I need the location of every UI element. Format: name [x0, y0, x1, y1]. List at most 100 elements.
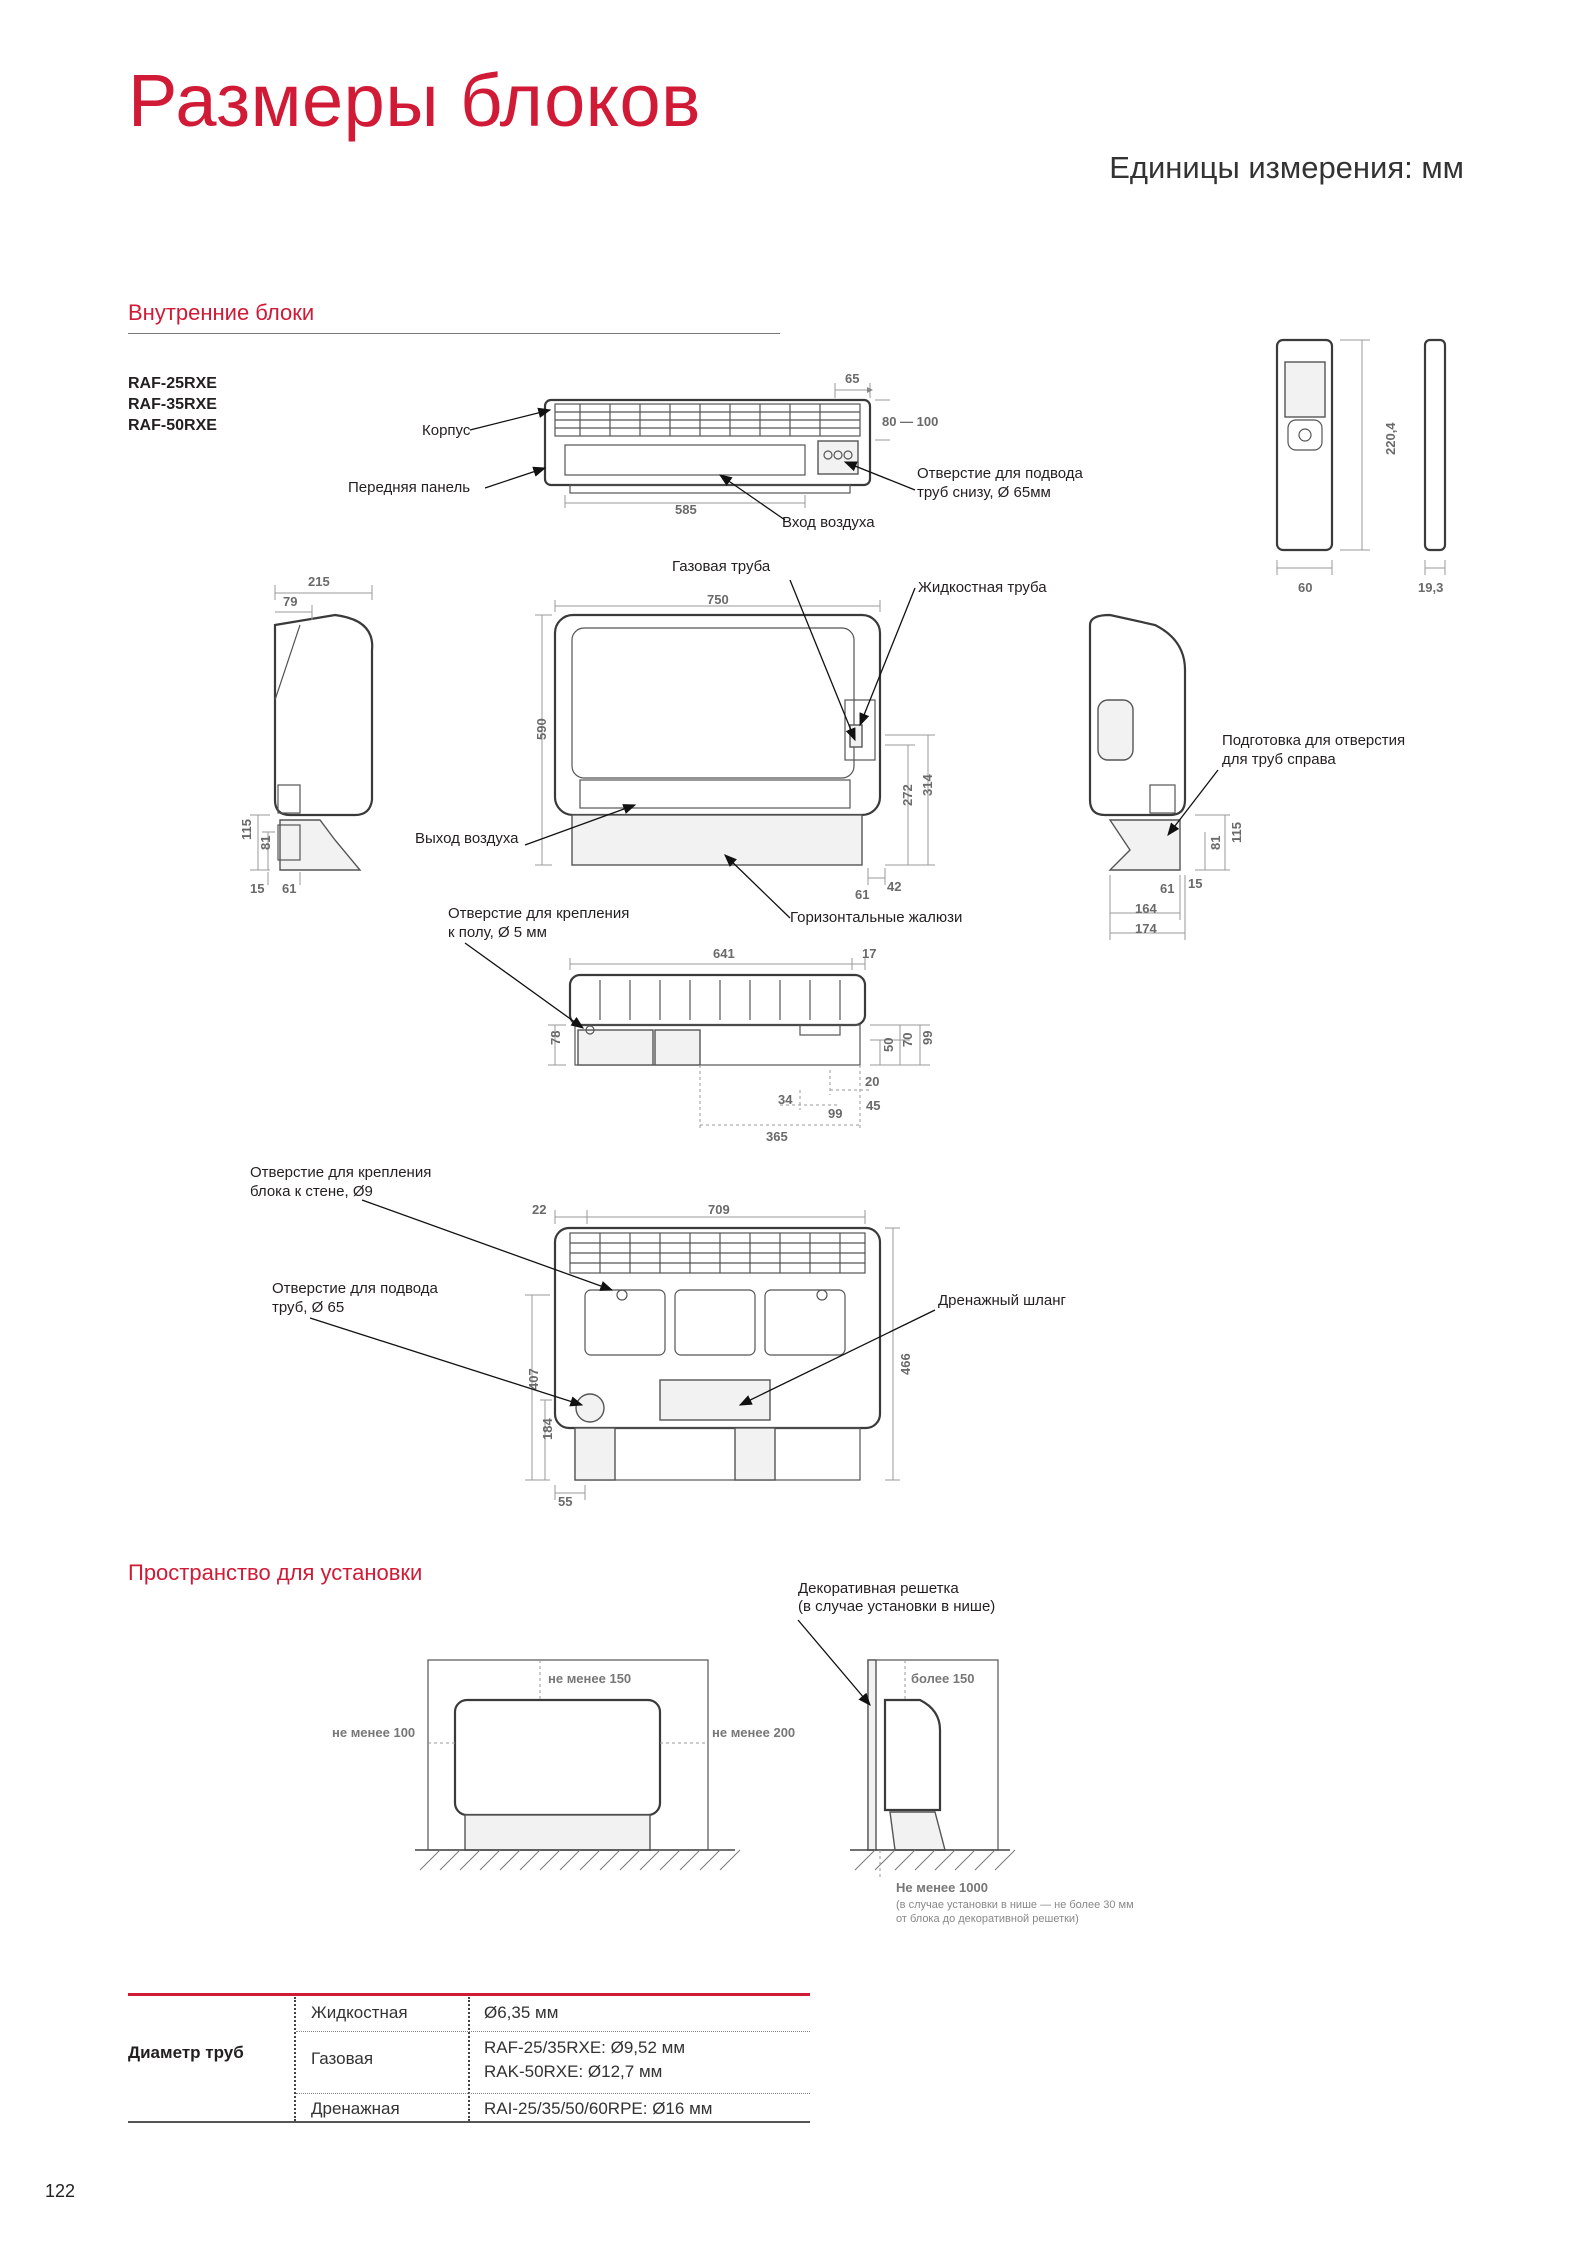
label-min150: не менее 150	[548, 1671, 631, 1686]
label-niche-note-2: от блока до декоративной решетки)	[896, 1913, 1079, 1925]
label-more150: более 150	[911, 1671, 975, 1686]
label-wall-hole-1: Отверстие для крепления	[250, 1164, 431, 1181]
table-top-rule	[128, 1993, 810, 1996]
remote-control	[1275, 338, 1447, 552]
dim-bot-50: 50	[881, 1038, 896, 1052]
table-divider	[294, 1997, 296, 2121]
label-pipe-hole-2: труб, Ø 65	[272, 1299, 344, 1316]
dim-side-61: 61	[282, 881, 296, 896]
table-cell-value: RAI-25/35/50/60RPE: Ø16 мм	[484, 2099, 713, 2118]
label-drain: Дренажный шланг	[938, 1292, 1067, 1309]
table-row-rule	[296, 2031, 810, 2032]
dim-rear-709: 709	[708, 1202, 730, 1217]
table-cell-value: RAF-25/35RXE: Ø9,52 мм	[484, 2038, 686, 2057]
table-cell-value: RAK-50RXE: Ø12,7 мм	[484, 2062, 663, 2081]
dim-bot-20: 20	[865, 1074, 879, 1089]
label-grille-2: (в случае установки в нише)	[798, 1598, 995, 1615]
label-liquid-pipe: Жидкостная труба	[918, 579, 1047, 596]
unit-rear-view	[553, 1226, 882, 1481]
dim-rside-164: 164	[1135, 901, 1157, 916]
label-pipe-hole-1: Отверстие для подвода	[272, 1280, 439, 1297]
dim-rside-115: 115	[1229, 822, 1244, 843]
label-wall-hole-2: блока к стене, Ø9	[250, 1183, 373, 1200]
label-right-prep-2: для труб справа	[1222, 751, 1336, 768]
page-title: Размеры блоков	[128, 59, 701, 142]
dim-side-215: 215	[308, 574, 330, 589]
dim-side-15: 15	[250, 881, 264, 896]
section-indoor-title: Внутренние блоки	[128, 300, 315, 325]
dim-rside-174: 174	[1135, 921, 1157, 936]
model-item: RAF-35RXE	[128, 396, 217, 413]
section-divider	[128, 333, 780, 334]
dim-remote-220: 220,4	[1383, 422, 1398, 455]
dim-front-42: 42	[887, 879, 901, 894]
page-number: 122	[45, 2181, 76, 2201]
label-bottom-hole-1: Отверстие для подвода	[917, 465, 1084, 482]
label-front-panel: Передняя панель	[348, 479, 470, 496]
unit-bottom-view	[568, 973, 867, 1066]
label-floor-hole-2: к полу, Ø 5 мм	[448, 924, 547, 941]
dim-front-272: 272	[900, 784, 915, 806]
unit-front-view	[553, 613, 882, 866]
table-cell-type: Газовая	[311, 2049, 374, 2068]
dim-front-314: 314	[920, 774, 935, 796]
dim-bot-365: 365	[766, 1129, 788, 1144]
label-floor-hole-1: Отверстие для крепления	[448, 905, 629, 922]
model-item: RAF-25RXE	[128, 375, 217, 392]
dim-rear-184: 184	[540, 1418, 555, 1440]
dim-rear-55: 55	[558, 1494, 572, 1509]
dim-top-65: 65	[845, 371, 859, 386]
unit-right-side-view	[1088, 613, 1187, 871]
dim-front-750: 750	[707, 592, 729, 607]
label-niche-note-1: (в случае установки в нише — не более 30…	[896, 1899, 1134, 1911]
table-row-header: Диаметр труб	[128, 2043, 244, 2062]
dim-rear-466: 466	[898, 1353, 913, 1375]
install-side-diagram	[850, 1659, 1016, 1871]
label-min200: не менее 200	[712, 1725, 795, 1740]
install-front-diagram	[415, 1659, 741, 1871]
dim-bot-78: 78	[548, 1031, 563, 1045]
unit-left-side-view	[273, 613, 374, 871]
dim-rear-22: 22	[532, 1202, 546, 1217]
dim-top-585: 585	[675, 502, 697, 517]
table-divider	[468, 1997, 470, 2121]
dim-bot-641: 641	[713, 946, 735, 961]
dim-side-79: 79	[283, 594, 297, 609]
label-grille-1: Декоративная решетка	[798, 1580, 959, 1597]
label-right-prep-1: Подготовка для отверстия	[1222, 732, 1405, 749]
label-body: Корпус	[422, 422, 471, 439]
model-item: RAF-50RXE	[128, 417, 217, 434]
table-cell-type: Жидкостная	[311, 2003, 408, 2022]
dim-remote-60: 60	[1298, 580, 1312, 595]
dim-bot-45: 45	[866, 1098, 880, 1113]
unit-top-view	[543, 398, 872, 494]
label-min100: не менее 100	[332, 1725, 415, 1740]
table-bottom-rule	[128, 2121, 810, 2123]
dim-front-590: 590	[534, 718, 549, 740]
dim-rside-61: 61	[1160, 881, 1174, 896]
label-air-outlet: Выход воздуха	[415, 830, 519, 847]
dim-side-81: 81	[258, 836, 273, 850]
label-min1000: Не менее 1000	[896, 1880, 988, 1895]
section-install-title: Пространство для установки	[128, 1560, 423, 1585]
table-cell-type: Дренажная	[311, 2099, 400, 2118]
dim-bot-34: 34	[778, 1092, 793, 1107]
dim-bot-99v: 99	[920, 1031, 935, 1045]
label-gas-pipe: Газовая труба	[672, 558, 771, 575]
label-air-inlet: Вход воздуха	[782, 514, 875, 531]
dim-front-61: 61	[855, 887, 869, 902]
dim-rside-81: 81	[1208, 836, 1223, 850]
units-note: Единицы измерения: мм	[1109, 150, 1464, 185]
table-row-rule	[296, 2093, 810, 2094]
dim-bot-70: 70	[900, 1033, 915, 1047]
dim-rside-15: 15	[1188, 876, 1202, 891]
dim-side-115: 115	[239, 819, 254, 840]
label-bottom-hole-2: труб снизу, Ø 65мм	[917, 484, 1051, 501]
table-cell-value: Ø6,35 мм	[484, 2003, 559, 2022]
dim-bot-99: 99	[828, 1106, 842, 1121]
model-list: RAF-25RXE RAF-35RXE RAF-50RXE	[128, 373, 217, 436]
dim-remote-19: 19,3	[1418, 580, 1443, 595]
dim-top-80-100: 80 — 100	[882, 414, 938, 429]
dim-rear-407: 407	[526, 1368, 541, 1390]
